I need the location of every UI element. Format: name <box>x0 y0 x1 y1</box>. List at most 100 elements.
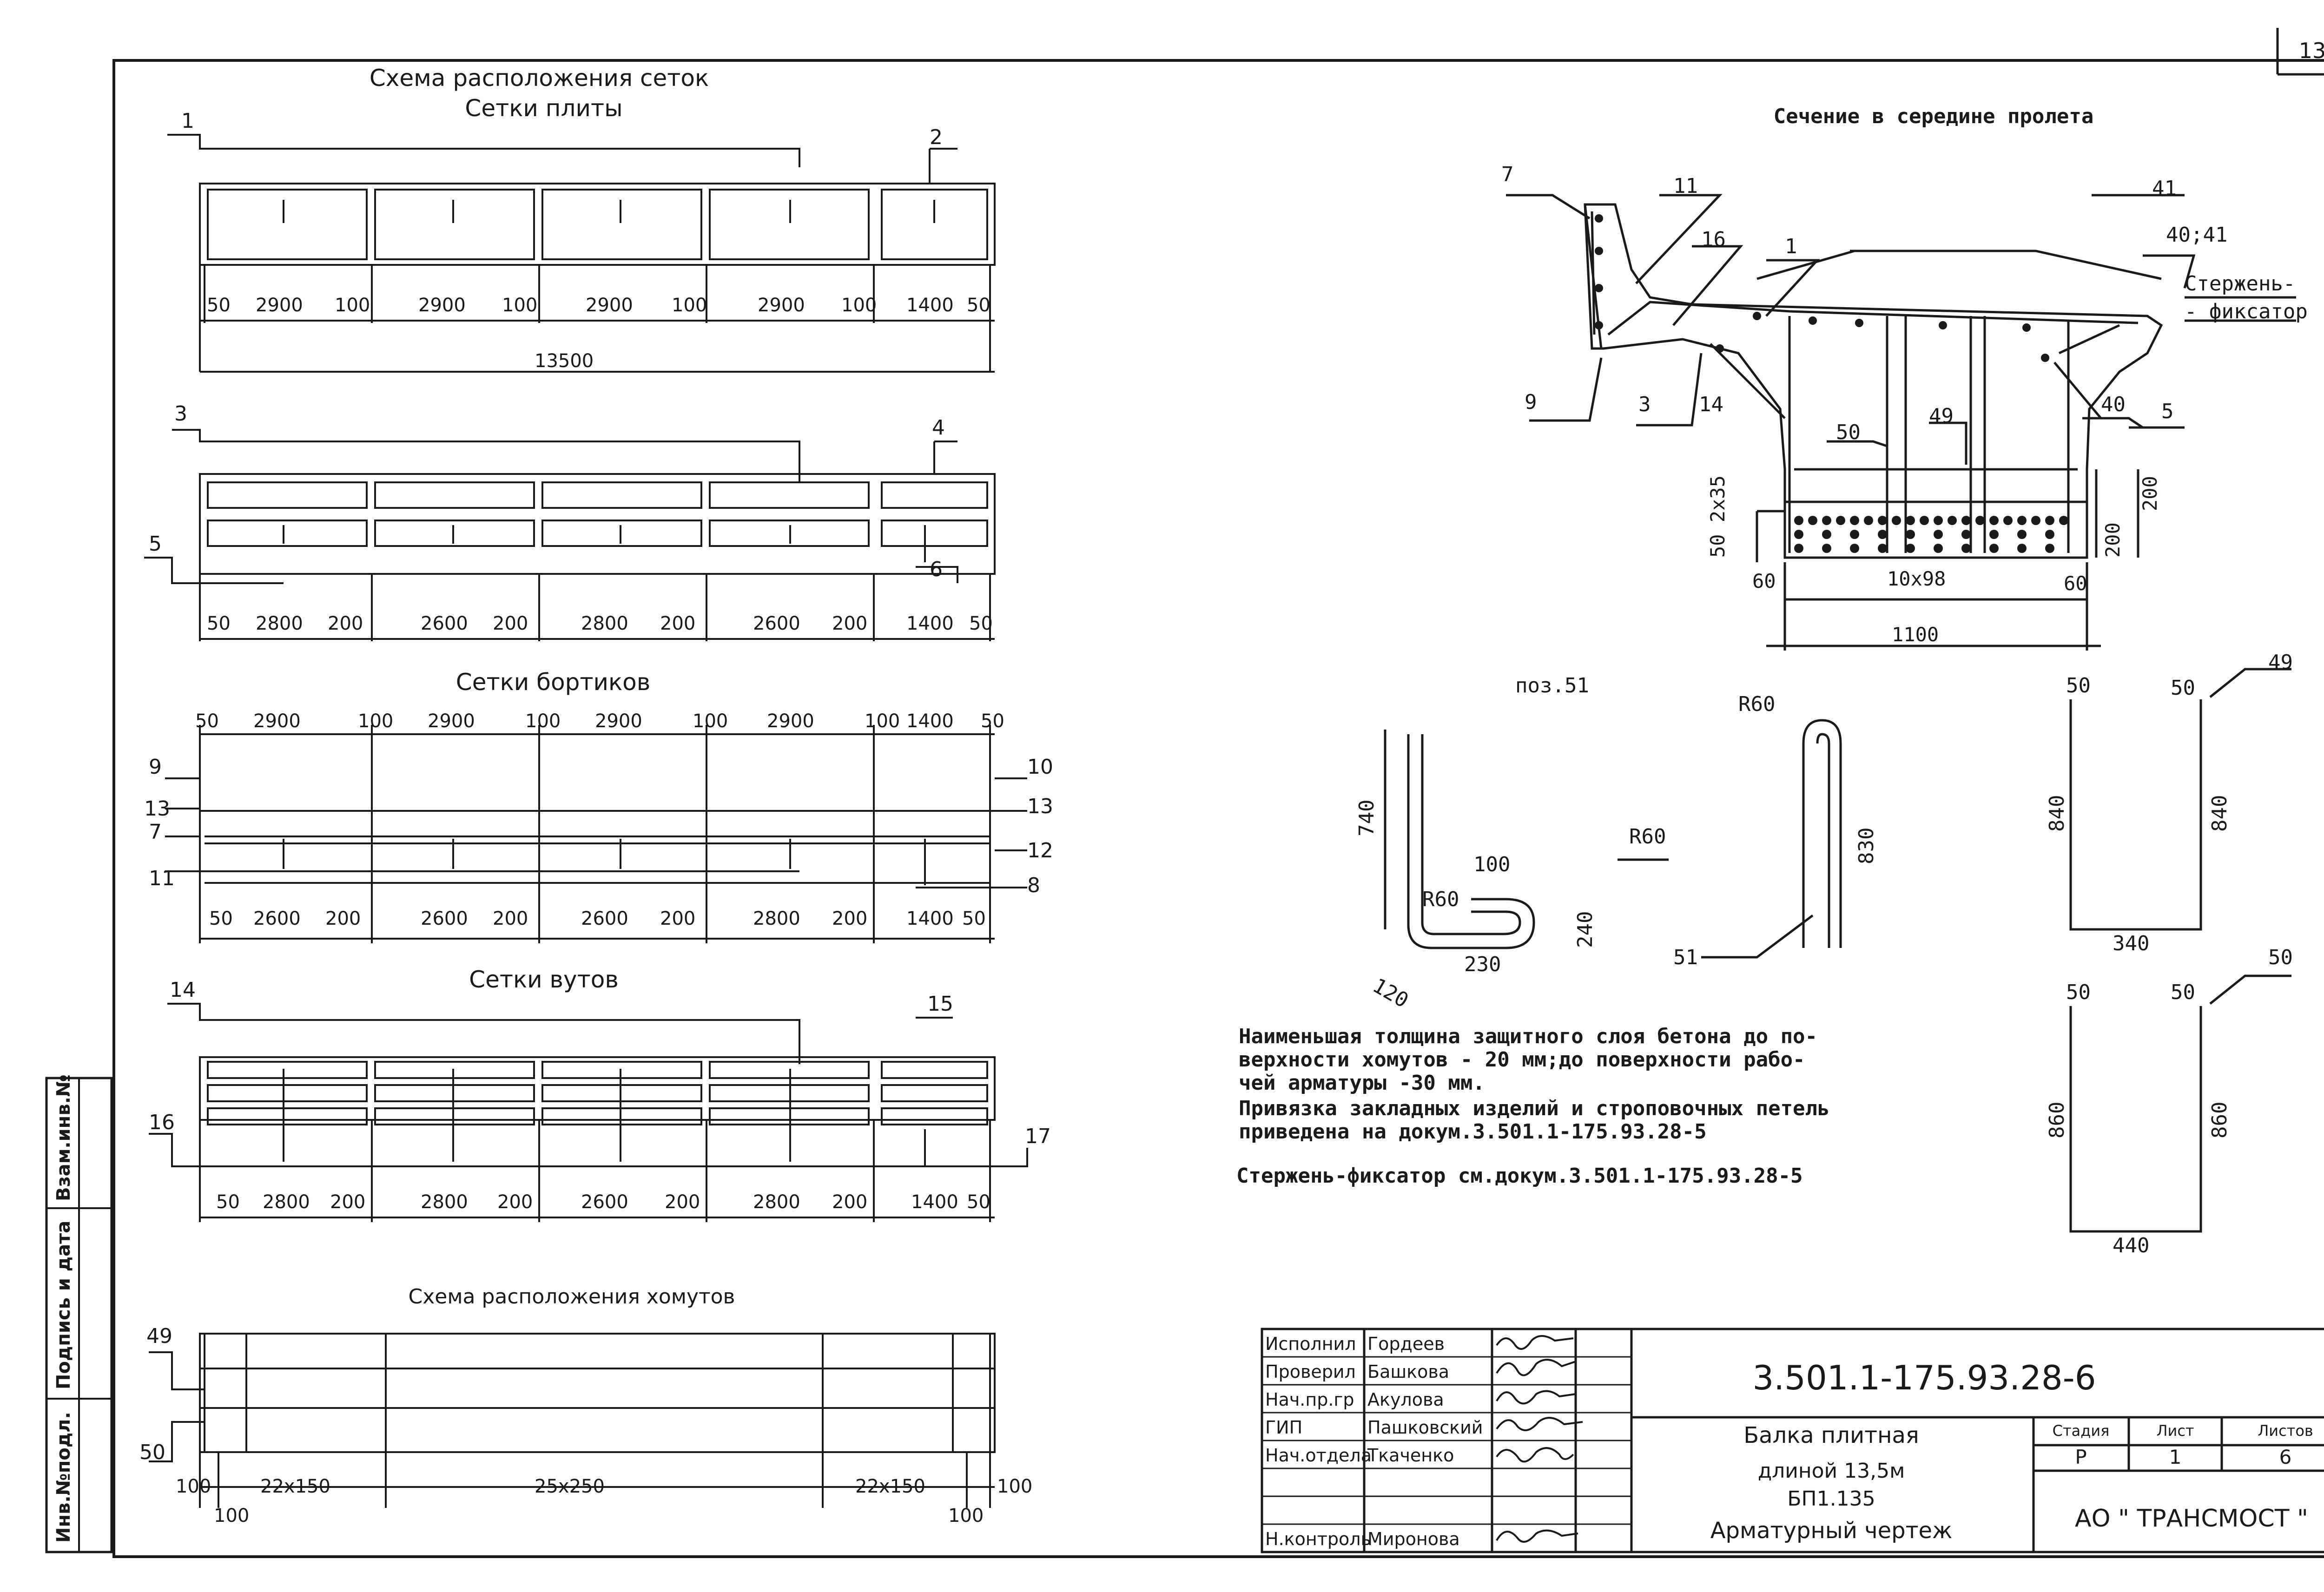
svg-text:3: 3 <box>174 402 187 426</box>
svg-text:2800: 2800 <box>753 1191 800 1213</box>
svg-text:100: 100 <box>525 710 561 732</box>
svg-text:17: 17 <box>1025 1125 1051 1148</box>
role-norm-control: Н.контроль <box>1265 1529 1371 1549</box>
svg-text:16: 16 <box>149 1111 175 1134</box>
svg-text:9: 9 <box>149 755 162 779</box>
svg-text:Лист: Лист <box>2156 1422 2194 1440</box>
svg-text:50: 50 <box>195 710 219 732</box>
sheets-value: 6 <box>2279 1446 2292 1468</box>
svg-text:2900: 2900 <box>428 710 475 732</box>
detail-stirrups: 49 50 50 840 840 340 50 50 50 860 860 44… <box>2045 651 2293 1257</box>
desc-drawing-type: Арматурный чертеж <box>1710 1518 1953 1544</box>
role-dept-head: Нач.отдела <box>1265 1445 1372 1466</box>
organization: АО " ТРАНСМОСТ " <box>2075 1505 2308 1533</box>
note-line-2: верхности хомутов - 20 мм;до поверхности… <box>1239 1048 1805 1072</box>
svg-text:50: 50 <box>2268 946 2293 969</box>
svg-text:Стержень-: Стержень- <box>2185 272 2295 296</box>
name-mironova: Миронова <box>1367 1529 1460 1549</box>
svg-text:100: 100 <box>335 295 370 316</box>
pos-2: 2 <box>930 125 943 149</box>
svg-text:200: 200 <box>832 908 867 929</box>
svg-text:860: 860 <box>2045 1102 2069 1138</box>
sheet-value: 1 <box>2169 1446 2182 1468</box>
svg-text:11: 11 <box>1673 174 1698 198</box>
svg-text:100: 100 <box>1473 853 1510 876</box>
svg-text:100: 100 <box>214 1505 249 1526</box>
svg-text:2900: 2900 <box>256 295 303 316</box>
svg-text:2800: 2800 <box>753 908 800 929</box>
svg-text:200: 200 <box>665 1191 700 1213</box>
svg-text:100: 100 <box>948 1505 984 1526</box>
svg-text:2900: 2900 <box>767 710 814 732</box>
svg-text:440: 440 <box>2113 1234 2149 1257</box>
svg-text:5: 5 <box>2161 400 2174 423</box>
svg-text:50: 50 <box>209 908 233 929</box>
pos-1: 1 <box>181 109 194 133</box>
svg-text:6: 6 <box>930 558 943 581</box>
svg-text:51: 51 <box>1673 946 1698 969</box>
note-line-6: Стержень-фиксатор см.докум.3.501.1-175.9… <box>1236 1164 1803 1188</box>
svg-text:13: 13 <box>144 797 170 821</box>
svg-text:25x250: 25x250 <box>535 1476 605 1497</box>
svg-text:4: 4 <box>932 416 945 440</box>
svg-text:7: 7 <box>1501 163 1514 186</box>
svg-text:50: 50 <box>207 613 231 634</box>
svg-text:5: 5 <box>149 532 162 556</box>
svg-text:100: 100 <box>502 295 537 316</box>
signatures <box>1496 1335 1583 1543</box>
rebar-dots <box>1595 214 2068 553</box>
svg-text:340: 340 <box>2113 932 2149 955</box>
svg-text:8: 8 <box>1027 874 1040 897</box>
svg-text:200: 200 <box>660 613 695 634</box>
role-group-head: Нач.пр.гр <box>1265 1389 1354 1410</box>
svg-text:860: 860 <box>2208 1102 2232 1138</box>
svg-text:13500: 13500 <box>535 350 594 372</box>
detail-pos51: поз.51 740 R60 100 240 230 120 R60 R60 8… <box>1355 674 1878 1013</box>
svg-text:2600: 2600 <box>421 908 468 929</box>
svg-text:2900: 2900 <box>595 710 642 732</box>
svg-text:Листов: Листов <box>2258 1422 2313 1440</box>
svg-text:16: 16 <box>1701 228 1726 251</box>
svg-text:200: 200 <box>832 613 867 634</box>
svg-text:100: 100 <box>865 710 900 732</box>
desc-mark: БП1.135 <box>1787 1487 1875 1511</box>
sheet-frame <box>112 59 2324 1558</box>
svg-text:240: 240 <box>1573 911 1597 948</box>
svg-text:49: 49 <box>146 1324 172 1348</box>
label-pos51: поз.51 <box>1515 674 1589 697</box>
svg-text:120: 120 <box>1369 974 1413 1013</box>
title-mesh-layout: Схема расположения сеток <box>370 65 709 92</box>
svg-text:2900: 2900 <box>758 295 805 316</box>
svg-text:14: 14 <box>1699 393 1723 416</box>
note-line-5: приведена на докум.3.501.1-175.93.28-5 <box>1239 1120 1707 1144</box>
svg-text:50 2x35: 50 2x35 <box>1706 475 1729 558</box>
svg-text:2800: 2800 <box>581 613 628 634</box>
svg-text:9: 9 <box>1525 390 1537 414</box>
svg-text:12: 12 <box>1027 839 1053 862</box>
vut-meshes-section: Сетки вутов 14 15 16 17 50 2800 200 <box>149 966 1051 1222</box>
svg-text:2800: 2800 <box>421 1191 468 1213</box>
svg-text:13: 13 <box>1027 795 1053 818</box>
svg-text:200: 200 <box>497 1191 533 1213</box>
svg-text:2600: 2600 <box>421 613 468 634</box>
svg-text:50: 50 <box>2066 980 2091 1004</box>
svg-text:1400: 1400 <box>906 908 954 929</box>
svg-text:- фиксатор: - фиксатор <box>2185 300 2308 323</box>
side-stamp: Инв.№подл. Подпись и дата Взам.инв.№ <box>45 1074 113 1553</box>
svg-text:3: 3 <box>1638 393 1651 416</box>
midspan-section: Сечение в середине пролета <box>1501 105 2308 651</box>
title-block: Исполнил Проверил Нач.пр.гр ГИП Нач.отде… <box>1261 1328 2324 1553</box>
svg-text:740: 740 <box>1355 800 1379 836</box>
svg-text:200: 200 <box>328 613 363 634</box>
role-checked: Проверил <box>1265 1362 1356 1382</box>
svg-text:2800: 2800 <box>263 1191 310 1213</box>
svg-text:40: 40 <box>2101 393 2126 416</box>
svg-text:10: 10 <box>1027 755 1053 779</box>
svg-text:230: 230 <box>1464 953 1501 976</box>
svg-text:R60: R60 <box>1422 888 1459 911</box>
svg-text:50: 50 <box>967 1191 990 1213</box>
note-line-1: Наименьшая толщина защитного слоя бетона… <box>1239 1025 1817 1048</box>
svg-text:2900: 2900 <box>418 295 466 316</box>
plate-top-meshes <box>167 134 996 373</box>
